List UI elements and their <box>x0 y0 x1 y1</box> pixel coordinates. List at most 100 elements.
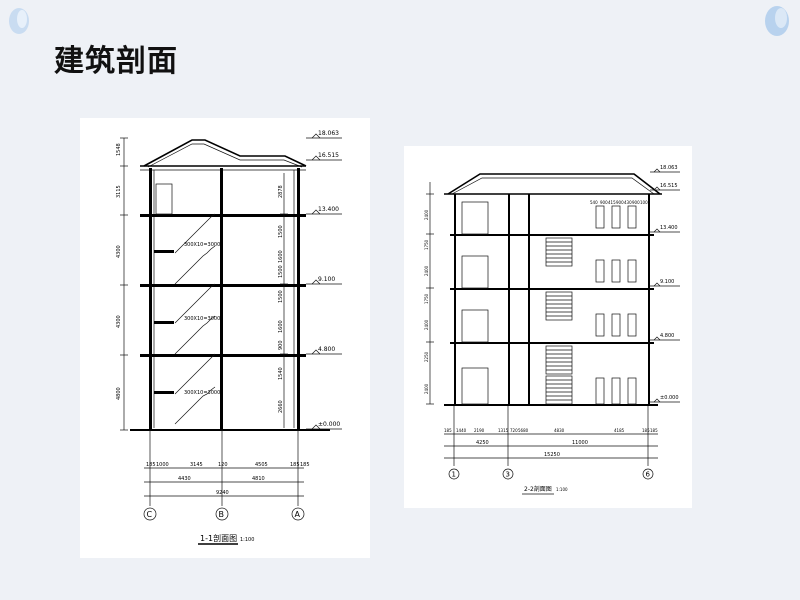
elevation-markers <box>650 168 680 403</box>
axis-label-1: 1 <box>452 471 456 479</box>
section-1-caption: 1-1剖面图 <box>200 533 237 543</box>
mid-dim-2: 11000 <box>572 440 588 446</box>
bottom-dim-2: 1440 <box>456 428 467 433</box>
elev-label-1: 18.063 <box>318 130 339 137</box>
left-dim-2: 1750 <box>424 239 429 250</box>
slide-title: 建筑剖面 <box>54 44 178 79</box>
left-dimension-chain <box>120 137 128 431</box>
walls <box>149 168 300 430</box>
bottom-dim-1: 185 <box>444 428 452 433</box>
bottom-dim-5: 720 <box>510 428 518 433</box>
floor-slabs <box>444 234 658 406</box>
left-dim-5: 2400 <box>424 319 429 330</box>
left-dim-2: 3115 <box>116 185 122 198</box>
section-drawing-1-1: 300X10=3000 300X10=3000 300X10=3000 1548… <box>80 118 370 558</box>
left-dim-1: 1548 <box>116 143 122 156</box>
right-dim-5: 1600 <box>278 320 284 333</box>
right-dim-9: 2660 <box>278 400 284 413</box>
right-windows <box>595 205 637 405</box>
right-dim-2: 1500 <box>278 225 284 238</box>
stair-blocks <box>545 237 573 405</box>
right-dim-3: 1600 <box>278 250 284 263</box>
stair-run-label-2: 300X10=3000 <box>184 316 220 322</box>
floor-slabs <box>130 214 330 431</box>
left-dim-3: 4300 <box>116 245 122 258</box>
elev-label-3: 13.400 <box>318 206 339 213</box>
elevation-markers <box>306 133 342 430</box>
left-dim-1: 2400 <box>424 209 429 220</box>
roof <box>140 139 307 171</box>
left-dim-4: 1750 <box>424 293 429 304</box>
elev-label-5: 4.800 <box>660 333 674 339</box>
window-dim-3: 415 <box>608 200 616 205</box>
axis-label-6: 6 <box>646 471 651 479</box>
window-dim-1: 540 <box>590 200 598 205</box>
left-room-doors <box>461 201 489 405</box>
stair-run-label-1: 300X10=3000 <box>184 242 220 248</box>
section-2-caption: 2-2剖面图 <box>524 485 552 493</box>
right-dimension-chain <box>280 173 288 428</box>
elev-label-5: 4.800 <box>318 346 335 353</box>
bottom-dim-4: 120 <box>218 462 228 468</box>
section-1-scale: 1:100 <box>240 537 254 543</box>
decorative-shape-left <box>9 8 29 34</box>
left-dim-6: 2250 <box>424 351 429 362</box>
bottom-dim-4: 1315 <box>498 428 509 433</box>
door-top <box>155 183 173 215</box>
elev-label-4: 9.100 <box>318 276 335 283</box>
section-1-1-svg: 300X10=3000 300X10=3000 300X10=3000 1548… <box>116 130 342 545</box>
mid-dim-1: 4430 <box>178 476 191 482</box>
bottom-dim-3: 3145 <box>190 462 203 468</box>
window-dim-6: 900 <box>632 200 640 205</box>
axis-label-b: B <box>219 510 225 519</box>
section-2-scale: 1:100 <box>556 487 568 492</box>
bottom-dimension-chains <box>444 406 658 466</box>
right-dim-7: 900 <box>278 340 284 350</box>
total-dim: 9240 <box>216 490 229 496</box>
right-dim-6: 1500 <box>278 265 284 278</box>
elev-label-2: 16.515 <box>318 152 339 159</box>
section-2-2-svg: 540 900 415 900 430 900 100 2400 1750 24… <box>424 165 680 495</box>
elev-label-4: 9.100 <box>660 279 674 285</box>
walls <box>454 194 650 404</box>
right-dim-4: 1500 <box>278 290 284 303</box>
axis-label-a: A <box>295 510 301 519</box>
mid-dim-2: 4810 <box>252 476 265 482</box>
bottom-dim-6: 5680 <box>518 428 529 433</box>
decorative-shape-right <box>765 6 789 36</box>
elev-label-6: ±0.000 <box>318 421 340 428</box>
left-dimension-chain <box>426 182 434 405</box>
total-dim: 15250 <box>544 452 560 458</box>
window-dim-4: 900 <box>616 200 624 205</box>
window-dim-2: 900 <box>600 200 608 205</box>
elev-label-3: 13.400 <box>660 225 678 231</box>
section-drawing-2-2: 540 900 415 900 430 900 100 2400 1750 24… <box>404 146 692 508</box>
mid-dim-1: 4250 <box>476 440 489 446</box>
bottom-dim-8: 4185 <box>614 428 625 433</box>
window-dim-7: 100 <box>640 200 648 205</box>
axis-grid <box>144 430 304 506</box>
bottom-dim-1: 185 <box>146 462 156 468</box>
bottom-dim-10: 185 <box>650 428 658 433</box>
window-dim-5: 430 <box>624 200 632 205</box>
roof <box>444 173 662 195</box>
axis-label-3: 3 <box>506 471 510 479</box>
bottom-dim-9: 185 <box>642 428 650 433</box>
axis-bubbles <box>448 468 654 480</box>
stairs <box>154 213 216 425</box>
axis-label-c: C <box>147 510 153 519</box>
left-dim-5: 4800 <box>116 387 122 400</box>
elev-label-6: ±0.000 <box>660 395 679 401</box>
stair-run-label-3: 300X10=3000 <box>184 390 220 396</box>
left-dim-4: 4300 <box>116 315 122 328</box>
bottom-dim-6: 185 <box>290 462 300 468</box>
bottom-dim-5: 4505 <box>255 462 268 468</box>
left-dim-7: 2400 <box>424 383 429 394</box>
right-dim-1: 2878 <box>278 185 284 198</box>
axis-bubbles <box>143 507 305 521</box>
bottom-dim-2: 1000 <box>156 462 169 468</box>
bottom-dim-7: 185 <box>300 462 310 468</box>
right-dim-8: 1540 <box>278 367 284 380</box>
bottom-dim-3: 2190 <box>474 428 485 433</box>
left-dim-3: 2400 <box>424 265 429 276</box>
